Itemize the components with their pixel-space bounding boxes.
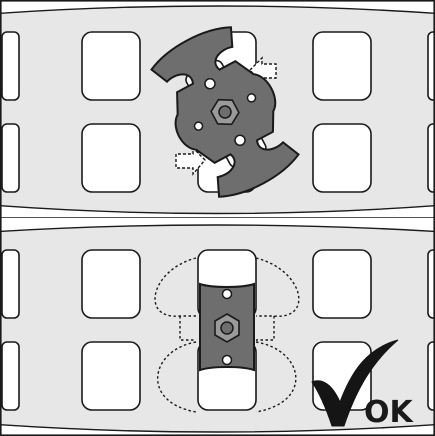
panel-correct: OK <box>0 218 435 436</box>
plate-footprint-outline <box>154 257 300 413</box>
checkmark-icon <box>311 339 399 427</box>
clamp-plate-rotated <box>150 26 300 198</box>
panel-incorrect <box>0 5 435 215</box>
ok-label: OK <box>364 395 415 430</box>
clamp-plate-aligned <box>199 282 255 372</box>
